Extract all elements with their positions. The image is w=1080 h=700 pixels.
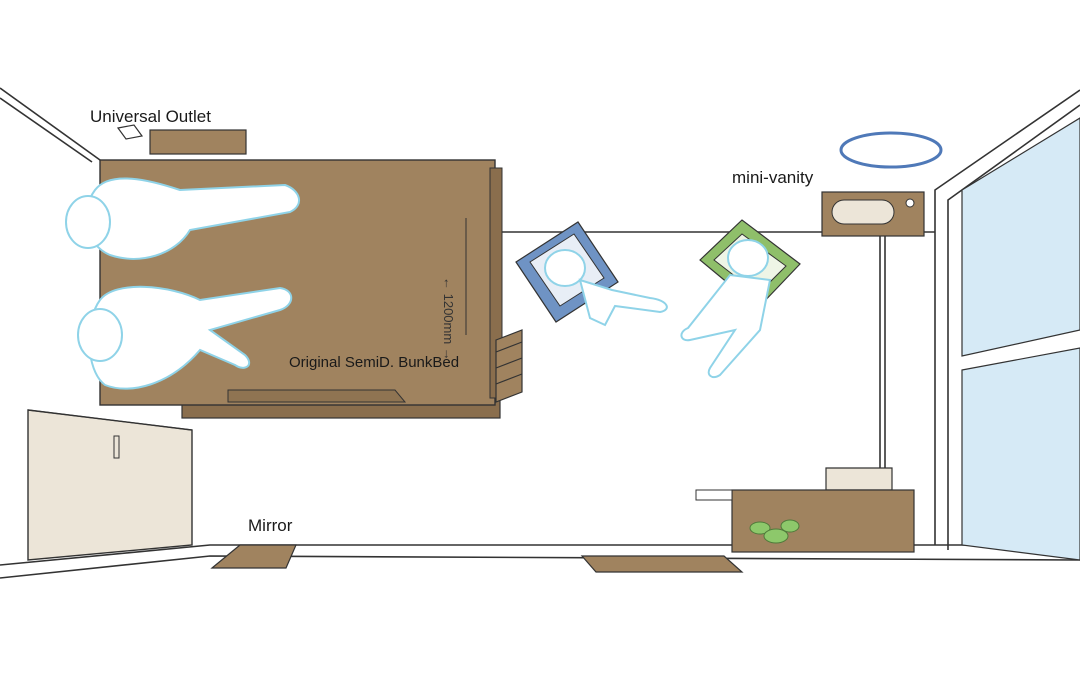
seated-figure-green	[680, 239, 772, 378]
universal-outlet	[116, 124, 247, 155]
mini-vanity	[821, 131, 943, 237]
mirror-label: Mirror	[248, 516, 293, 535]
floor-mat	[580, 555, 744, 573]
wardrobe	[27, 409, 193, 561]
bed-width-label: ← 1200mm →	[441, 277, 456, 361]
window	[961, 117, 1080, 561]
mini-vanity-label: mini-vanity	[732, 168, 814, 187]
bunk-bed-label: Original SemiD. BunkBed	[289, 354, 460, 371]
seated-figure-blue	[544, 249, 668, 327]
bunk-ladder	[495, 329, 523, 403]
figures-on-bed	[65, 177, 300, 390]
desk	[695, 467, 915, 553]
mirror	[210, 544, 297, 569]
universal-outlet-label: Universal Outlet	[90, 107, 211, 126]
plant	[749, 519, 800, 544]
